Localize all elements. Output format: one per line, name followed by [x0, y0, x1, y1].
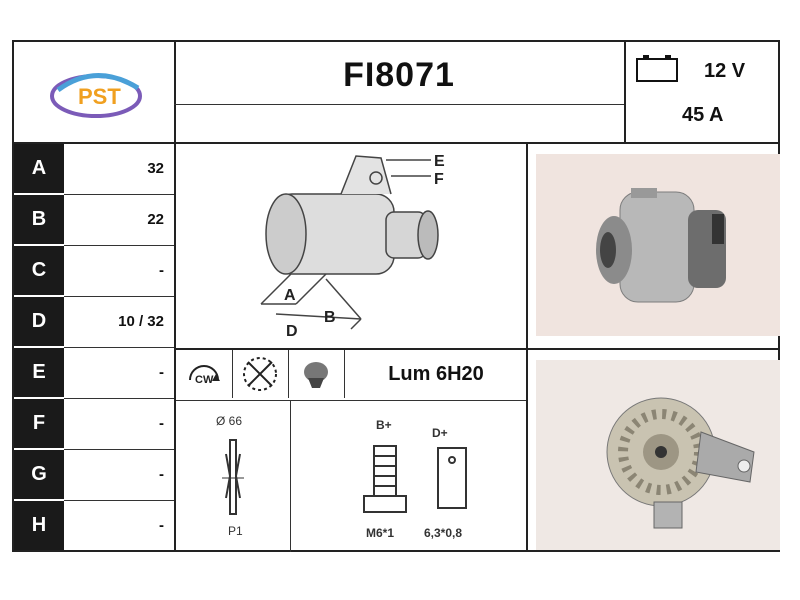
- terminal-icons: [363, 445, 467, 513]
- diagram-label-d: D: [286, 323, 298, 340]
- part-number: FI8071: [343, 56, 455, 94]
- dim-value-c: -: [159, 262, 164, 279]
- voltage: 12 V: [704, 60, 746, 82]
- diagram-label-a: A: [284, 287, 296, 304]
- dim-value-b: 22: [147, 211, 164, 228]
- alternator-dimension-drawing: E F A B D: [176, 144, 526, 344]
- dim-value-d: 10 / 32: [118, 313, 164, 330]
- alternator-photo-side: [536, 154, 780, 336]
- terminal-b-plus-label: B+: [376, 418, 392, 432]
- dim-letter-f: F: [14, 399, 64, 448]
- svg-text:PST: PST: [78, 84, 121, 109]
- spec-sheet: PST FI8071 12 V 45 A A 32 B 22 C - D 10 …: [12, 40, 780, 552]
- amperage: 45 A: [682, 104, 724, 126]
- pulley-icon: [222, 439, 244, 515]
- regulator-label: Lum 6H20: [388, 362, 484, 385]
- pulley-diameter: Ø 66: [216, 414, 243, 428]
- diagram-label-f: F: [434, 171, 444, 188]
- dim-value-a: 32: [147, 160, 164, 177]
- dim-value-h: -: [159, 517, 164, 534]
- regulator-icon: [288, 350, 344, 398]
- diagram-label-b: B: [324, 309, 336, 326]
- dim-letter-g: G: [14, 450, 64, 499]
- terminal-d-size: 6,3*0,8: [424, 526, 463, 540]
- battery-icon: [634, 52, 684, 84]
- logo: PST: [14, 42, 174, 142]
- terminal-b-size: M6*1: [366, 526, 395, 540]
- pulley-type: P1: [228, 524, 243, 538]
- dim-letter-b: B: [14, 195, 64, 244]
- diagram-label-e: E: [434, 153, 445, 170]
- terminal-d-plus-label: D+: [432, 426, 448, 440]
- dim-letter-h: H: [14, 501, 64, 550]
- alternator-photo-front: [536, 360, 780, 550]
- rotation-icon: CW: [176, 350, 232, 398]
- dim-letter-c: C: [14, 246, 64, 295]
- no-fan-icon: [232, 350, 288, 398]
- dim-value-g: -: [159, 466, 164, 483]
- rotation-label: CW: [195, 374, 214, 386]
- pulley-block: Ø 66 P1: [176, 402, 290, 552]
- dim-value-f: -: [159, 415, 164, 432]
- dim-letter-e: E: [14, 348, 64, 397]
- dim-letter-d: D: [14, 297, 64, 346]
- terminal-block: B+ D+ M6*1 6,3*0,8: [292, 402, 526, 552]
- dimension-table: A 32 B 22 C - D 10 / 32 E - F - G - H -: [14, 142, 174, 552]
- dim-letter-a: A: [14, 144, 64, 193]
- dim-value-e: -: [159, 364, 164, 381]
